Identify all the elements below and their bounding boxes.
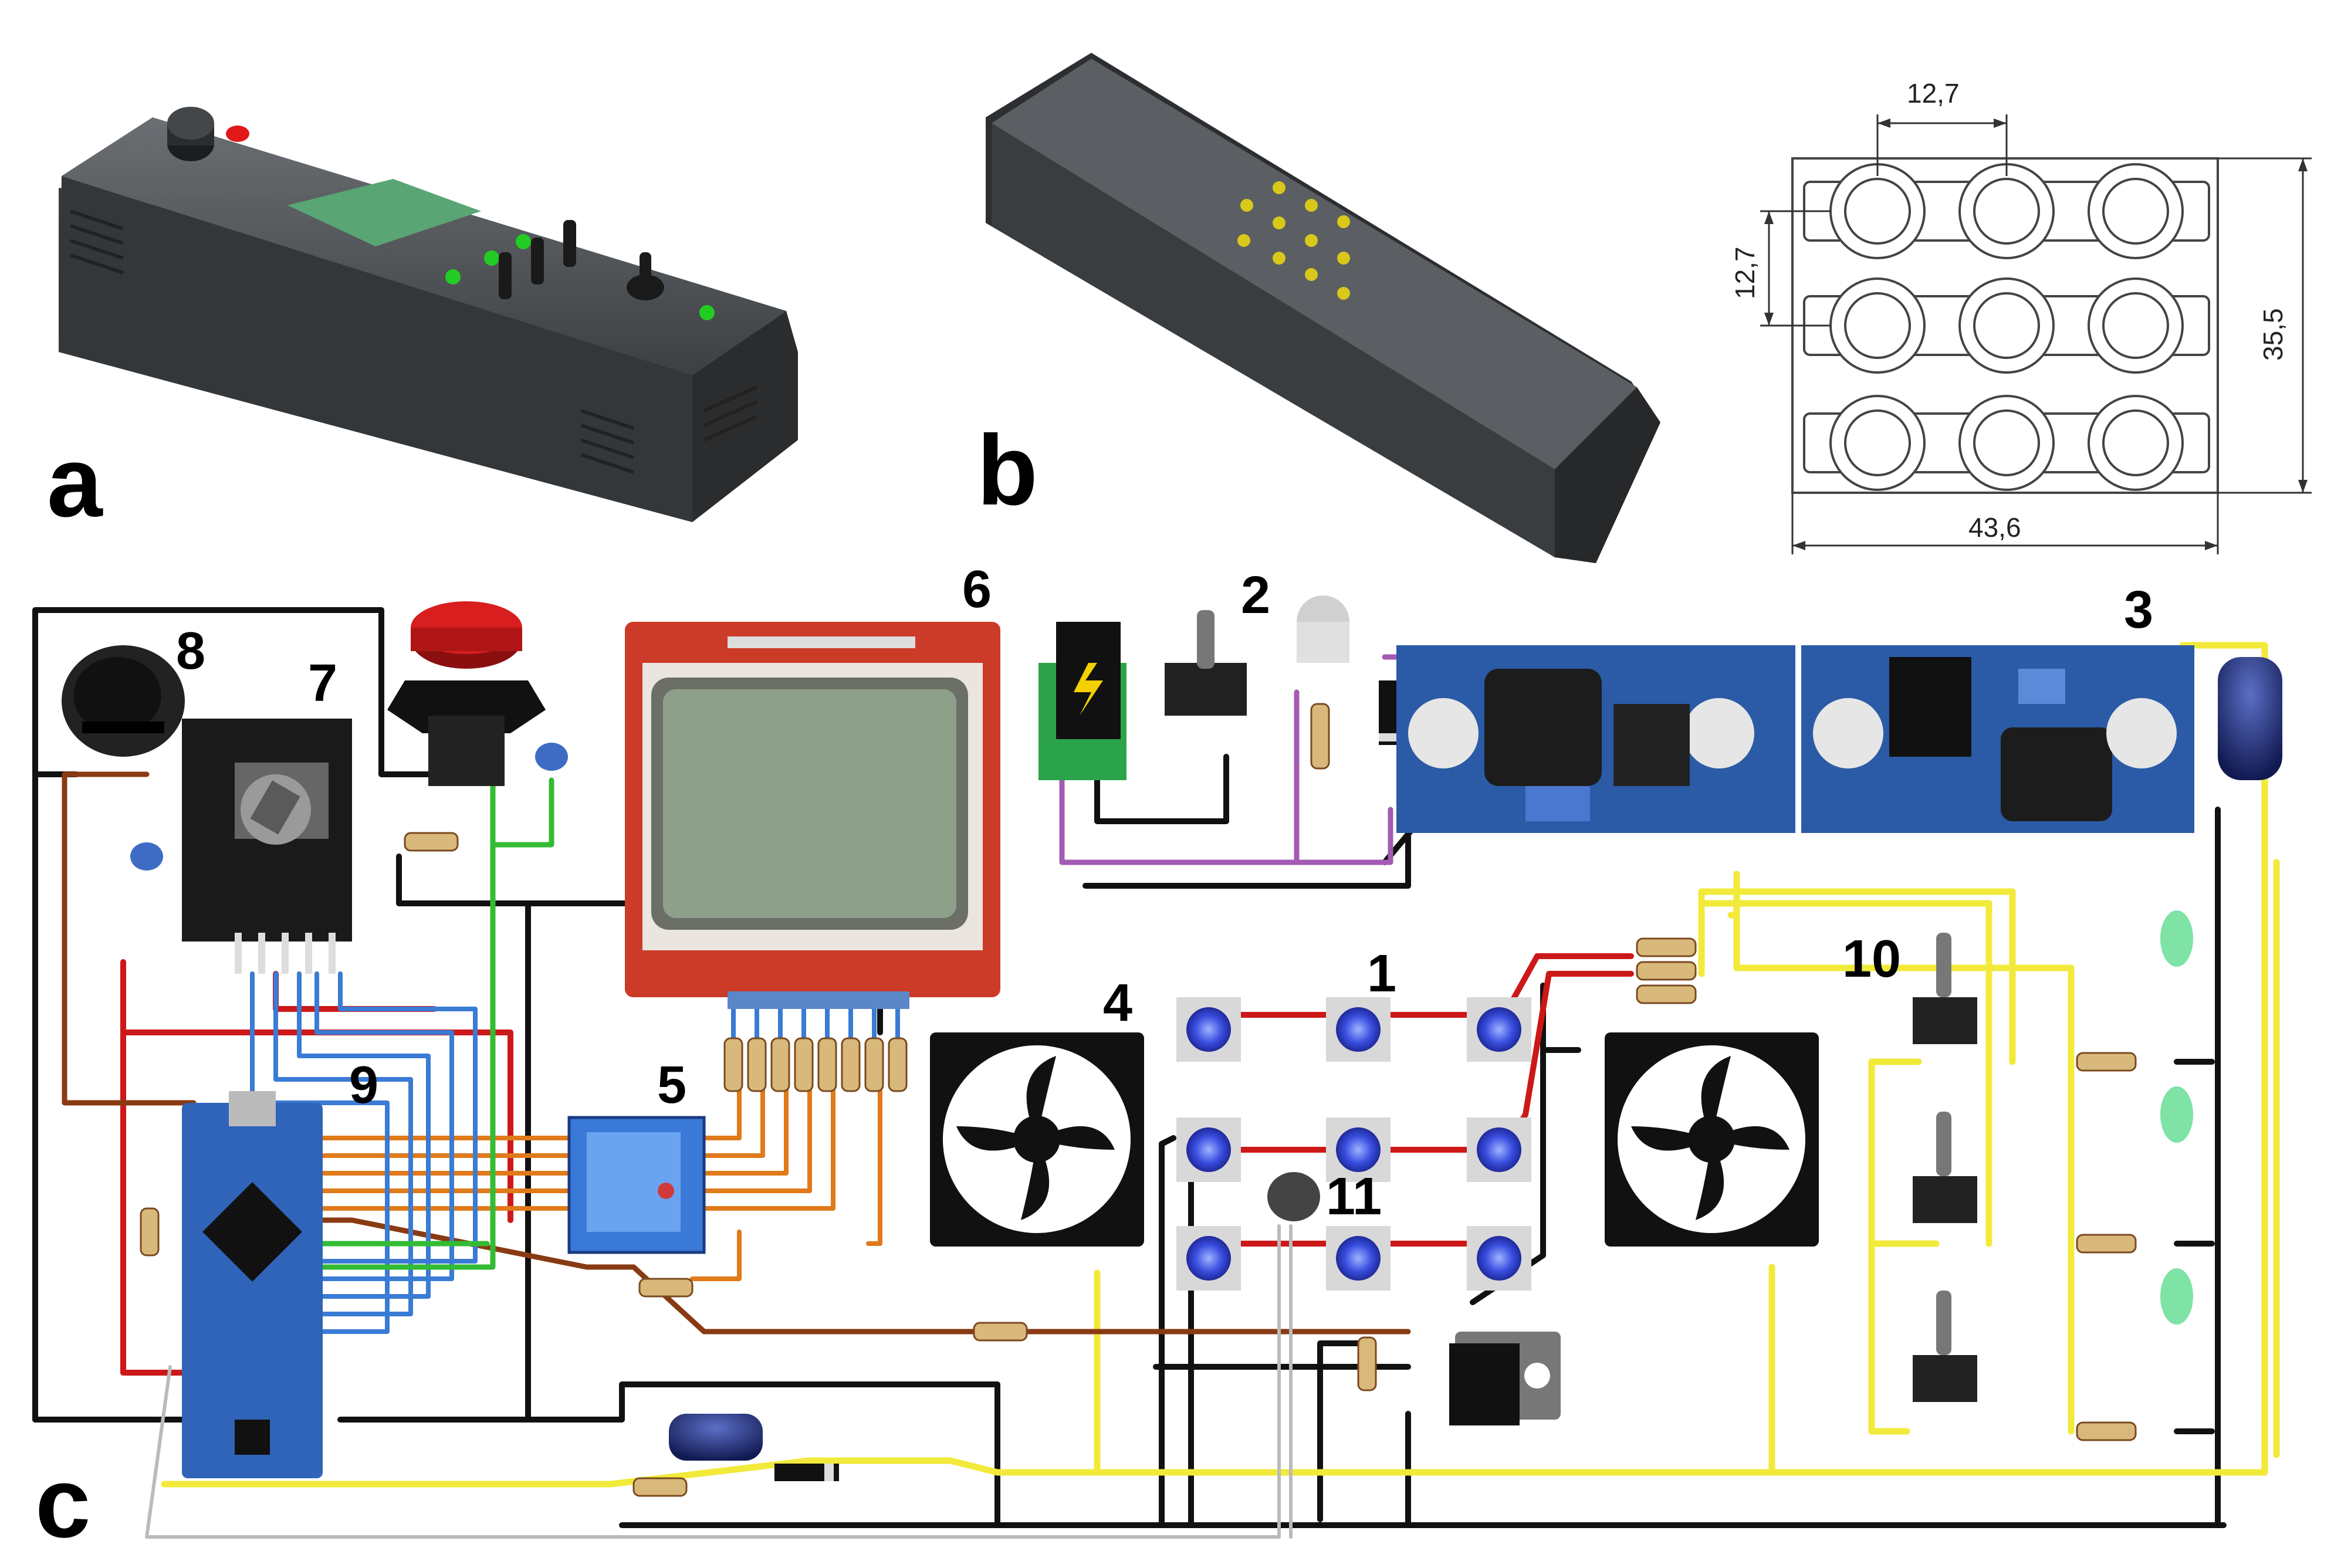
resistors (140, 703, 2137, 1497)
rotary-encoder (182, 719, 352, 974)
label-component-7: 7 (308, 654, 337, 713)
label-component-1: 1 (1367, 944, 1396, 1003)
lcd-resistor-array (723, 1037, 908, 1092)
diodes (774, 680, 1396, 1481)
dimension-pitch-horizontal: 12,7 (1907, 78, 1960, 109)
buzzer (62, 645, 185, 757)
panel-b-enclosure (986, 53, 1660, 563)
toggle-switches-bank (1913, 933, 1977, 1402)
label-component-3: 3 (2124, 581, 2153, 639)
panel-a-enclosure (59, 107, 798, 522)
buck-converter-2 (1801, 645, 2194, 833)
label-component-2: 2 (1241, 566, 1270, 625)
dc-power-jack (1038, 622, 1126, 780)
dimension-width: 43,6 (1968, 512, 2021, 543)
led-matrix (1176, 997, 1531, 1291)
electrolytic-capacitor-small (669, 1414, 763, 1461)
level-shifter (567, 1116, 706, 1254)
dimension-pitch-vertical: 12,7 (1730, 246, 1760, 299)
panel-label-c: c (35, 1447, 91, 1559)
label-component-11: 11 (1326, 1167, 1382, 1226)
buck-converter-1 (1396, 645, 1795, 833)
fan-right (1605, 1032, 1819, 1247)
label-component-8: 8 (176, 622, 205, 680)
label-component-6: 6 (962, 560, 992, 619)
ceramic-capacitors (130, 743, 568, 871)
label-component-4: 4 (1103, 974, 1132, 1032)
toggle-switch-main (1165, 610, 1247, 716)
dimension-height: 35,5 (2258, 308, 2288, 361)
thermistor (1267, 1172, 1320, 1221)
panel-label-b: b (977, 415, 1038, 526)
lcd-module (625, 622, 1000, 1009)
electrolytic-capacitor-large (2218, 657, 2282, 780)
push-button (387, 601, 546, 786)
label-component-5: 5 (657, 1056, 686, 1115)
indicator-leds (2160, 910, 2193, 1325)
arduino-nano (182, 1091, 323, 1478)
label-component-10: 10 (1842, 930, 1901, 988)
fan-left (930, 1032, 1144, 1247)
led-array-drawing (1760, 114, 2312, 554)
label-component-9: 9 (349, 1056, 378, 1115)
voltage-regulator (1449, 1332, 1561, 1425)
rgb-led (1297, 595, 1349, 663)
panel-label-a: a (47, 426, 103, 538)
